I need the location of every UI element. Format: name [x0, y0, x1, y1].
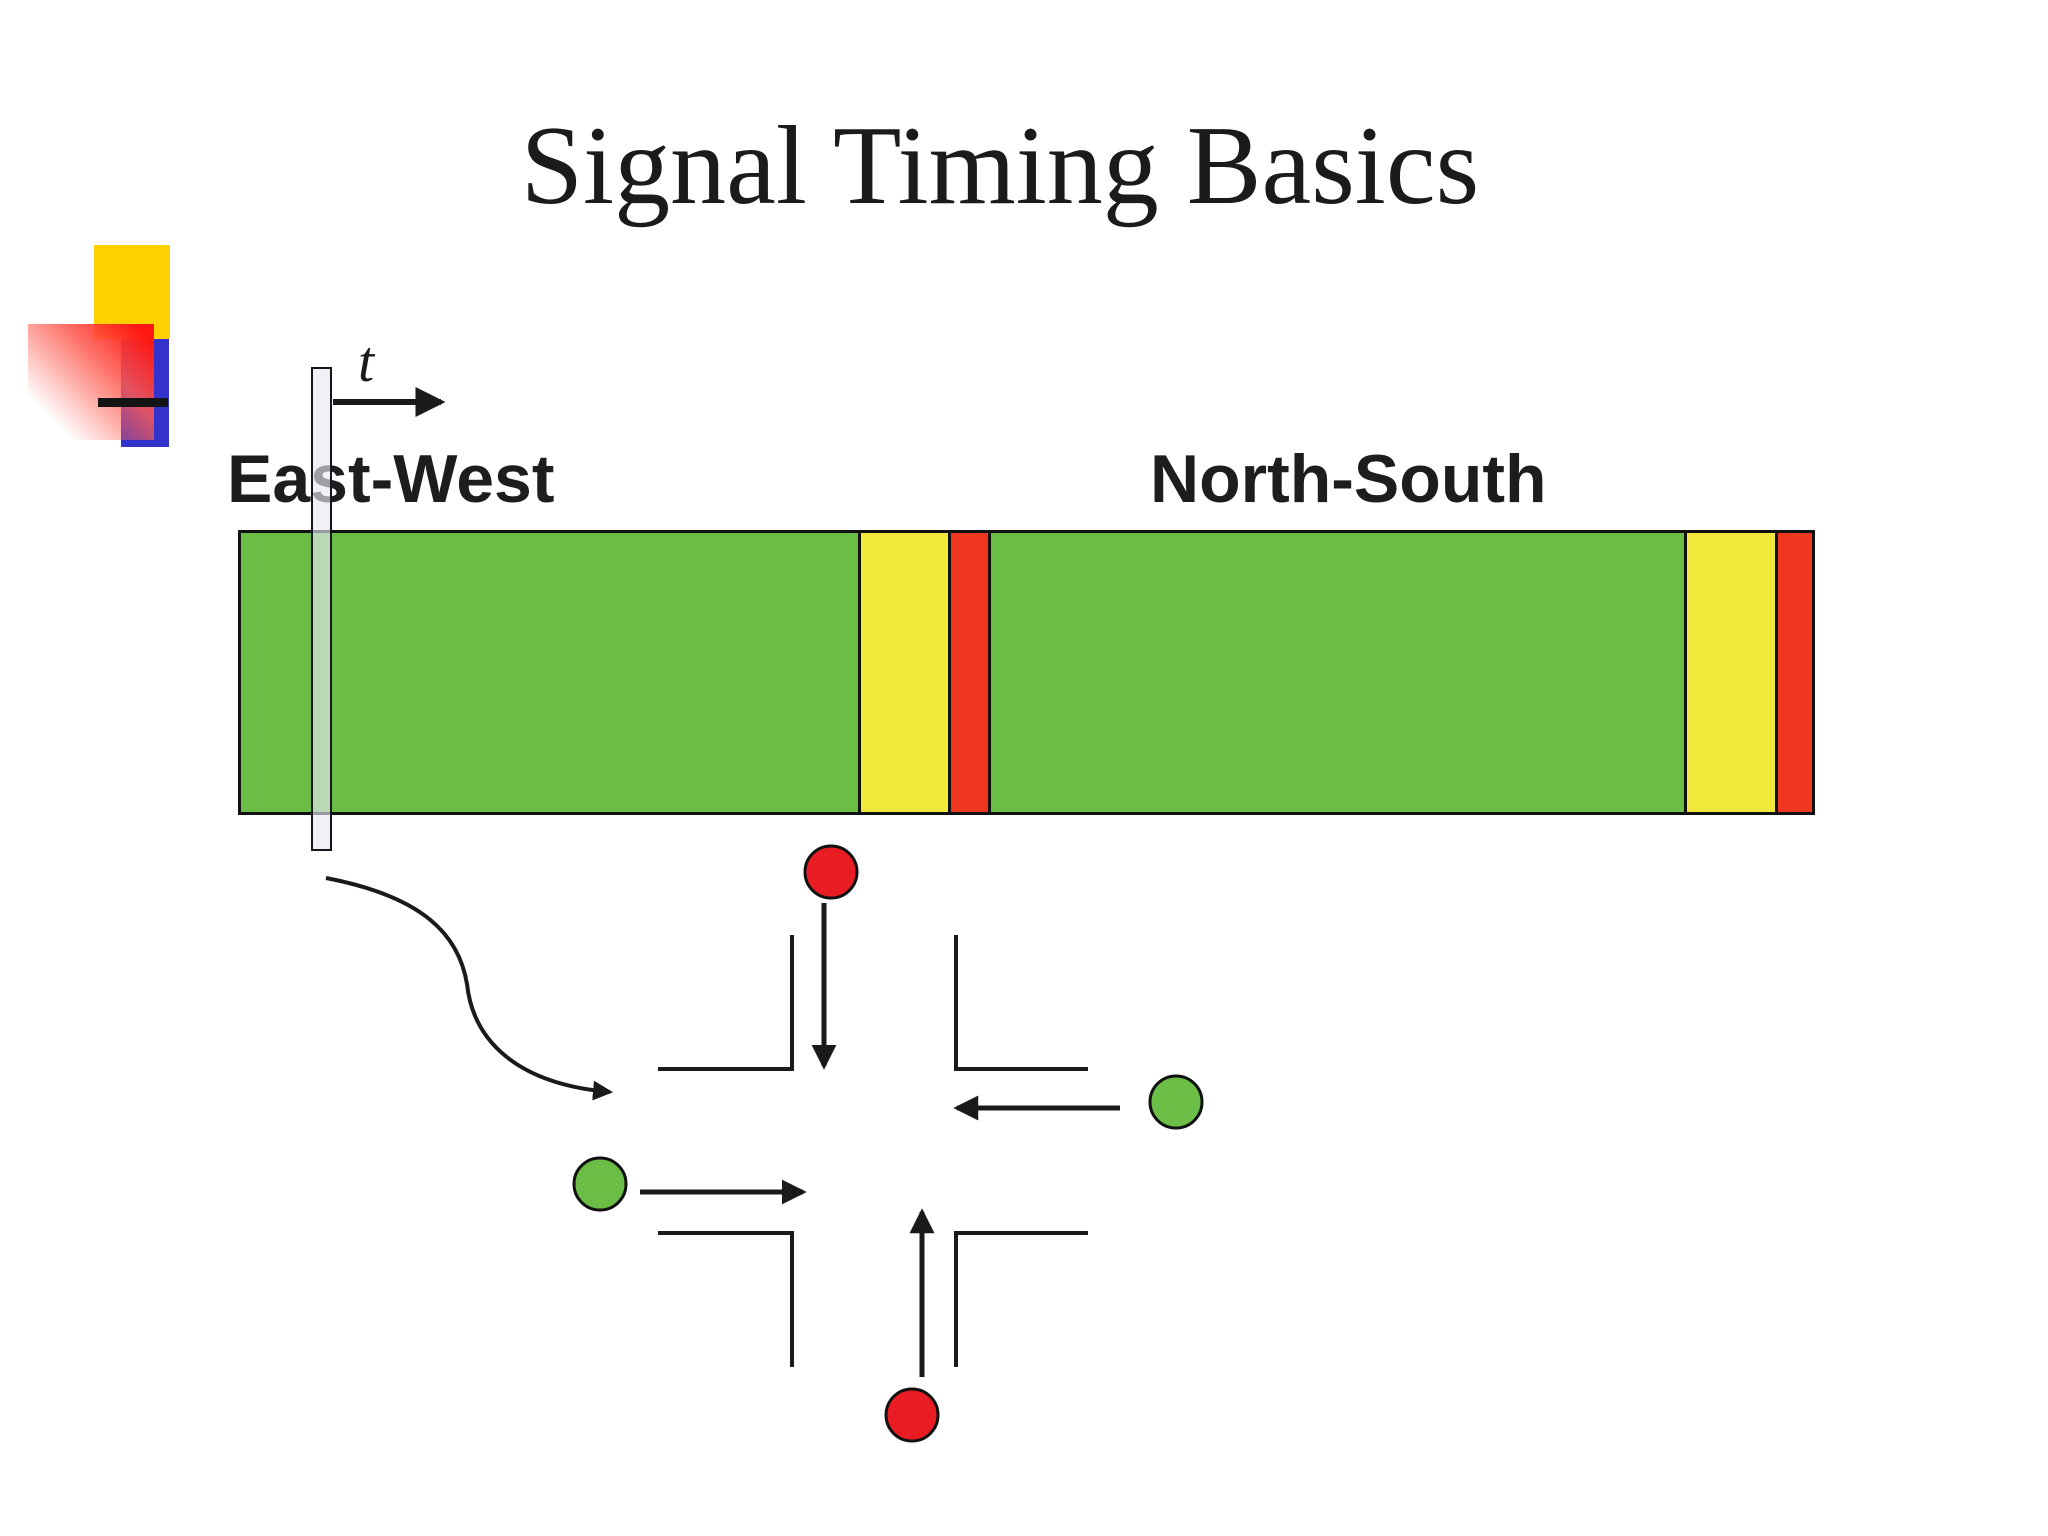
- label-east-west: East-West: [227, 441, 555, 517]
- decoration-black-line: [98, 398, 168, 407]
- intersection-corner-bottom-right: [954, 1231, 1088, 1367]
- signal-bottom-red: [884, 1387, 940, 1443]
- decoration-yellow-square: [94, 245, 170, 339]
- slide-title: Signal Timing Basics: [520, 104, 1480, 228]
- timing-bar: [238, 530, 1815, 815]
- cursor-to-intersection-arrow: [325, 876, 613, 1101]
- label-north-south: North-South: [1150, 441, 1547, 517]
- signal-top-red: [803, 844, 859, 900]
- intersection-corner-bottom-left: [658, 1231, 794, 1367]
- intersection-corner-top-left: [658, 935, 794, 1071]
- segment-northsouth-yellow: [1684, 533, 1775, 812]
- segment-northsouth-red: [1775, 533, 1812, 812]
- time-cursor: [311, 367, 332, 851]
- segment-eastwest-green: [241, 533, 858, 812]
- segment-northsouth-green: [988, 533, 1684, 812]
- time-axis-label: t: [357, 329, 375, 394]
- decoration-red-gradient: [28, 324, 154, 440]
- segment-eastwest-red: [948, 533, 988, 812]
- signal-left-green: [572, 1156, 628, 1212]
- intersection-corner-top-right: [954, 935, 1088, 1071]
- segment-eastwest-yellow: [858, 533, 948, 812]
- signal-right-green: [1148, 1074, 1204, 1130]
